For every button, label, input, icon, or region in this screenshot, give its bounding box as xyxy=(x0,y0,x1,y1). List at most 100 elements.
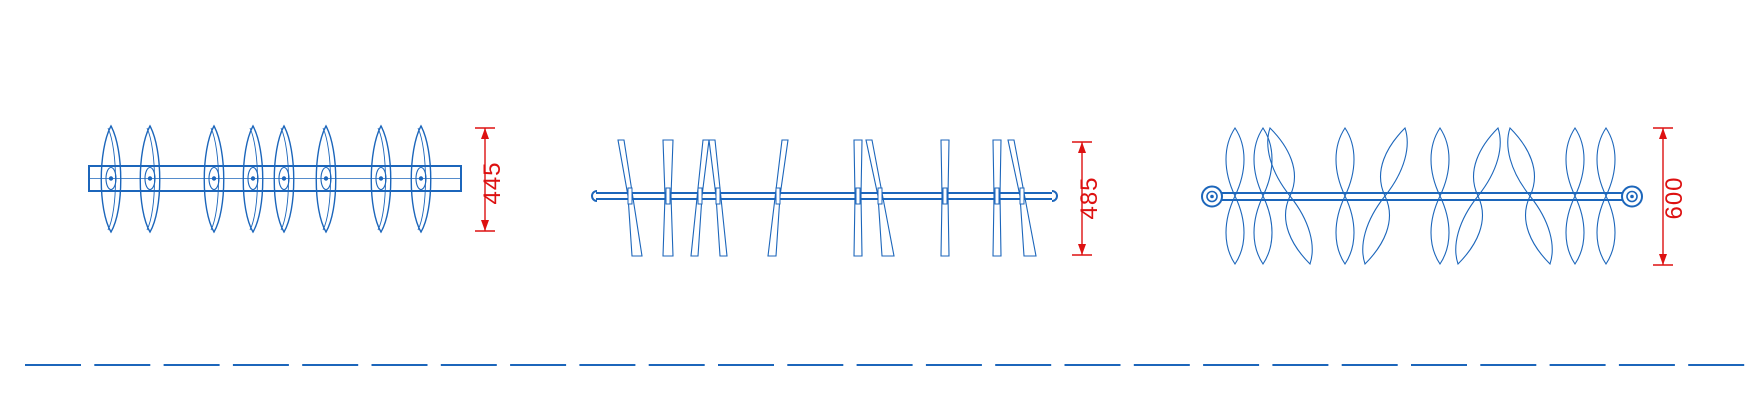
leaf-paddle xyxy=(1362,126,1408,266)
leaf-paddle xyxy=(1596,127,1616,265)
leaf-upper xyxy=(1596,127,1616,198)
blade-clamp xyxy=(775,187,781,205)
blade-shaft-view: 485 xyxy=(591,139,1103,257)
disc-hub xyxy=(320,166,332,191)
blade xyxy=(992,139,1002,257)
rod-right-hook xyxy=(1051,190,1058,202)
blade-clamp xyxy=(665,187,671,205)
leaf-paddle xyxy=(1455,126,1501,266)
leaf-upper xyxy=(1267,126,1295,198)
left-eye-inner xyxy=(1206,190,1218,203)
blade-clamp xyxy=(715,187,721,205)
blade xyxy=(708,139,728,257)
blade-outline xyxy=(1007,139,1037,257)
leaf-lower xyxy=(1335,194,1355,265)
blade xyxy=(940,139,950,257)
disc xyxy=(370,124,392,234)
disc-group xyxy=(100,124,432,234)
leaf-paddle xyxy=(1565,127,1585,265)
leaf-lower xyxy=(1455,194,1483,266)
disc-outer-edge xyxy=(410,124,432,234)
dimension-label-485: 485 xyxy=(1076,176,1103,219)
blade-outline xyxy=(865,139,895,257)
dimension-445 xyxy=(475,127,495,232)
blade xyxy=(662,139,674,257)
disc-hub-center xyxy=(281,176,287,181)
blade xyxy=(865,139,895,257)
leaf-upper xyxy=(1335,127,1355,198)
leaf-upper xyxy=(1473,126,1501,198)
blade-outline xyxy=(940,139,950,257)
leaf-paddle xyxy=(1253,127,1273,265)
leaf-lower xyxy=(1430,194,1450,265)
blade-outline xyxy=(662,139,674,257)
blade xyxy=(1007,139,1037,257)
leaf-paddle xyxy=(1267,126,1313,266)
disc-outer-edge xyxy=(273,124,295,234)
leaf-group xyxy=(1225,126,1616,266)
leaf-paddle xyxy=(1335,127,1355,265)
leaf-lower xyxy=(1225,194,1245,265)
dim-445-arrow-bottom xyxy=(481,220,489,231)
disc-hub xyxy=(105,166,117,191)
left-eye-outer xyxy=(1201,185,1223,208)
disc-hub xyxy=(208,166,220,191)
disc xyxy=(203,124,225,234)
disc-hub-center xyxy=(323,176,329,181)
disc xyxy=(242,124,264,234)
disc-hub-center xyxy=(108,176,114,181)
leaf-lower xyxy=(1565,194,1585,265)
leaf-upper xyxy=(1565,127,1585,198)
leaf-upper xyxy=(1253,127,1273,198)
leaf-paddle xyxy=(1225,127,1245,265)
leaf-upper xyxy=(1380,126,1408,198)
dim-600-arrow-top xyxy=(1659,128,1667,139)
disc-hub xyxy=(375,166,387,191)
right-eye-center xyxy=(1630,194,1634,199)
leaf-paddle xyxy=(1430,127,1450,265)
blade xyxy=(853,139,863,257)
disc-hub xyxy=(247,166,259,191)
disc-outer-edge xyxy=(203,124,225,234)
leaf-lower xyxy=(1253,194,1273,265)
disc-shaft-view: 445 xyxy=(88,124,506,234)
dimension-485 xyxy=(1072,141,1092,256)
disc xyxy=(315,124,337,234)
leaf-upper xyxy=(1430,127,1450,198)
disc-outer-edge xyxy=(139,124,161,234)
blade-outline xyxy=(617,139,643,257)
blade-outline xyxy=(767,139,789,257)
disc-hub xyxy=(415,166,427,191)
disc-hub xyxy=(144,166,156,191)
disc-hub-center xyxy=(250,176,256,181)
blade xyxy=(767,139,789,257)
disc xyxy=(273,124,295,234)
right-eye-inner xyxy=(1626,190,1638,203)
blade-outline xyxy=(992,139,1002,257)
left-eye-center xyxy=(1210,194,1214,199)
disc-hub-center xyxy=(378,176,384,181)
leaf-lower xyxy=(1525,194,1553,266)
dimension-label-445: 445 xyxy=(479,161,506,204)
blade-group xyxy=(617,139,1037,257)
blade-outline xyxy=(690,139,710,257)
leaf-lower xyxy=(1596,194,1616,265)
blade xyxy=(617,139,643,257)
disc xyxy=(139,124,161,234)
disc-outer-edge xyxy=(100,124,122,234)
dimension-label-600: 600 xyxy=(1661,176,1688,219)
disc-outer-edge xyxy=(315,124,337,234)
blade-clamp xyxy=(1019,187,1025,205)
right-eye-outer xyxy=(1621,185,1643,208)
disc xyxy=(410,124,432,234)
disc xyxy=(100,124,122,234)
disc-outer-edge xyxy=(242,124,264,234)
leaf-lower xyxy=(1285,194,1313,266)
disc-hub xyxy=(278,166,290,191)
dim-600-arrow-bottom xyxy=(1659,254,1667,265)
blade-clamp xyxy=(855,187,861,205)
dim-485-arrow-bottom xyxy=(1078,244,1086,255)
blade-clamp xyxy=(627,187,633,205)
leaf-shaft-view: 600 xyxy=(1201,126,1688,266)
